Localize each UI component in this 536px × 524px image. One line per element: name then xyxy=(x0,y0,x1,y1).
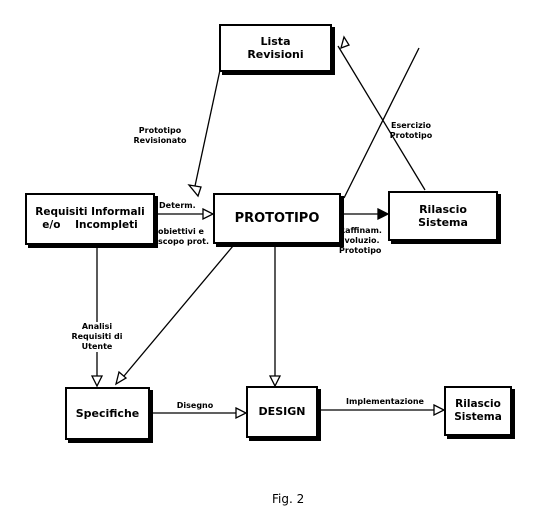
box-requisiti-line2: e/o Incompleti xyxy=(42,219,138,231)
box-design-label: DESIGN xyxy=(258,405,306,419)
label-obiettivi: obiettivi e scopo prot. xyxy=(158,227,209,247)
box-rilascio-top-line2: Sistema xyxy=(418,216,468,229)
arrowhead-prototipo-left xyxy=(202,207,215,221)
label-raffinam-line3: Prototipo xyxy=(339,246,382,255)
label-prototipo-revisionato-line1: Prototipo xyxy=(138,126,182,135)
label-analisi: Analisi Requisiti di Utente xyxy=(62,322,132,352)
label-prototipo-revisionato: Prototipo Revisionato xyxy=(127,126,193,146)
box-lista-line2: Revisioni xyxy=(247,48,304,61)
label-disegno-text: Disegno xyxy=(176,401,214,410)
box-design: DESIGN xyxy=(246,386,318,438)
label-analisi-line3: Utente xyxy=(81,342,113,351)
figure-caption: Fig. 2 xyxy=(272,492,305,506)
arrowhead-rilascio-bottom xyxy=(433,403,446,417)
box-prototipo-label: PROTOTIPO xyxy=(234,210,320,226)
arrow-prototipo-to-specifiche xyxy=(123,245,234,377)
label-obiettivi-line2: scopo prot. xyxy=(158,237,210,246)
arrowhead-design-top xyxy=(268,375,282,388)
label-raffinam: Raffinam. Evoluzio. Prototipo xyxy=(339,226,382,256)
label-determ: Determ. xyxy=(159,201,196,211)
box-rilascio-bottom-line1: Rilascio xyxy=(455,398,501,411)
label-esercizio-prototipo: Esercizio Prototipo xyxy=(378,121,444,141)
arrowhead-lista-right xyxy=(340,35,350,50)
arrowhead-specifiche-diag xyxy=(114,370,128,386)
box-specifiche-label: Specifiche xyxy=(75,406,140,420)
box-lista-line1: Lista xyxy=(260,34,291,48)
label-prototipo-revisionato-line2: Revisionato xyxy=(133,136,187,145)
label-raffinam-line1: Raffinam. xyxy=(339,226,382,235)
label-analisi-line2: Requisiti di xyxy=(71,332,123,341)
box-specifiche: Specifiche xyxy=(65,387,150,440)
label-obiettivi-line1: obiettivi e xyxy=(158,227,204,236)
label-esercizio-line1: Esercizio xyxy=(391,121,431,130)
label-disegno: Disegno xyxy=(170,401,220,411)
box-requisiti: Requisiti Informali e/o Incompleti xyxy=(25,193,155,245)
box-rilascio-top: Rilascio Sistema xyxy=(388,191,498,241)
arrow-lista-to-prototipo xyxy=(194,69,221,187)
label-determ-text: Determ. xyxy=(159,201,196,210)
arrowhead-specifiche-top xyxy=(90,375,104,388)
box-lista-revisioni: Lista Revisioni xyxy=(219,24,332,72)
box-rilascio-bottom: Rilascio Sistema xyxy=(444,386,512,436)
arrowhead-prototipo-top xyxy=(187,184,202,198)
label-esercizio-line2: Prototipo xyxy=(389,131,433,140)
box-rilascio-top-line1: Rilascio xyxy=(419,202,467,216)
arrow-prototipo-to-lista xyxy=(343,47,420,199)
arrowhead-rilascio-top xyxy=(377,207,390,221)
box-rilascio-bottom-line2: Sistema xyxy=(454,411,502,423)
box-prototipo: PROTOTIPO xyxy=(213,193,341,244)
label-analisi-line1: Analisi xyxy=(81,322,113,331)
box-requisiti-line1: Requisiti Informali xyxy=(35,206,145,219)
arrowhead-design-left xyxy=(235,406,248,420)
label-implementazione: Implementazione xyxy=(340,397,430,407)
label-implementazione-text: Implementazione xyxy=(346,397,424,406)
label-raffinam-line2: Evoluzio. xyxy=(339,236,380,245)
